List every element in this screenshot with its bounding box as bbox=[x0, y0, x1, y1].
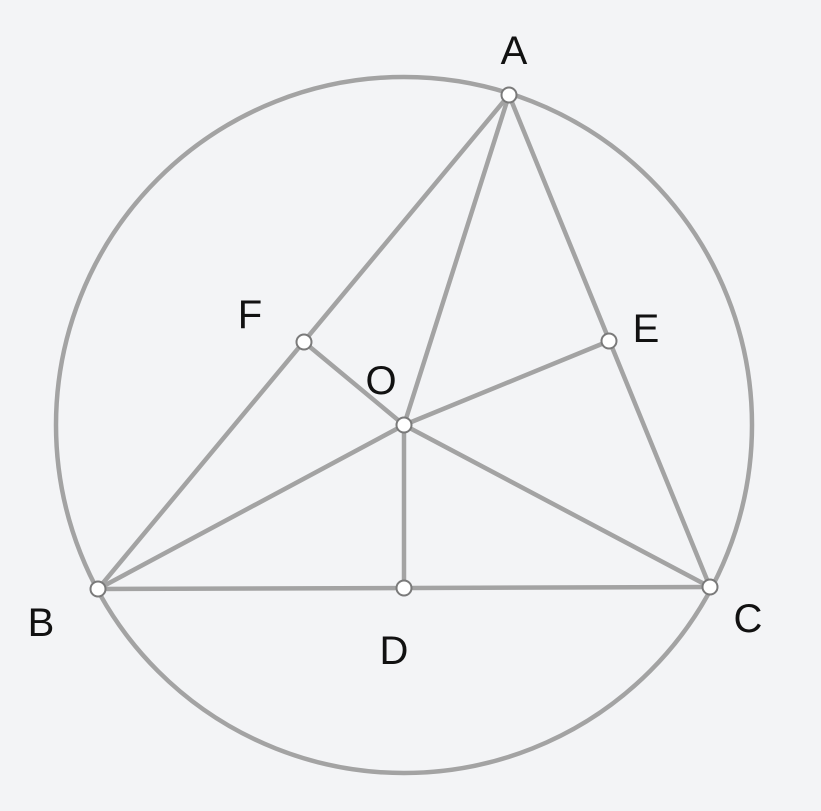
point-D bbox=[395, 579, 413, 597]
segment-OE bbox=[401, 338, 612, 428]
point-C bbox=[701, 578, 719, 596]
label-F: F bbox=[238, 293, 262, 337]
point-F bbox=[295, 333, 313, 351]
point-E bbox=[600, 332, 618, 350]
point-O bbox=[395, 416, 413, 434]
label-A: A bbox=[501, 29, 528, 73]
segment-OB bbox=[95, 422, 407, 592]
label-C: C bbox=[734, 597, 763, 641]
point-A bbox=[500, 86, 518, 104]
label-D: D bbox=[380, 629, 409, 673]
segment-OA bbox=[401, 92, 512, 428]
circumcircle bbox=[53, 74, 755, 776]
segment-OC bbox=[401, 422, 713, 590]
label-B: B bbox=[28, 601, 55, 645]
point-B bbox=[89, 580, 107, 598]
label-E: E bbox=[633, 307, 660, 351]
label-O: O bbox=[365, 359, 396, 403]
segment-OF bbox=[301, 339, 407, 428]
